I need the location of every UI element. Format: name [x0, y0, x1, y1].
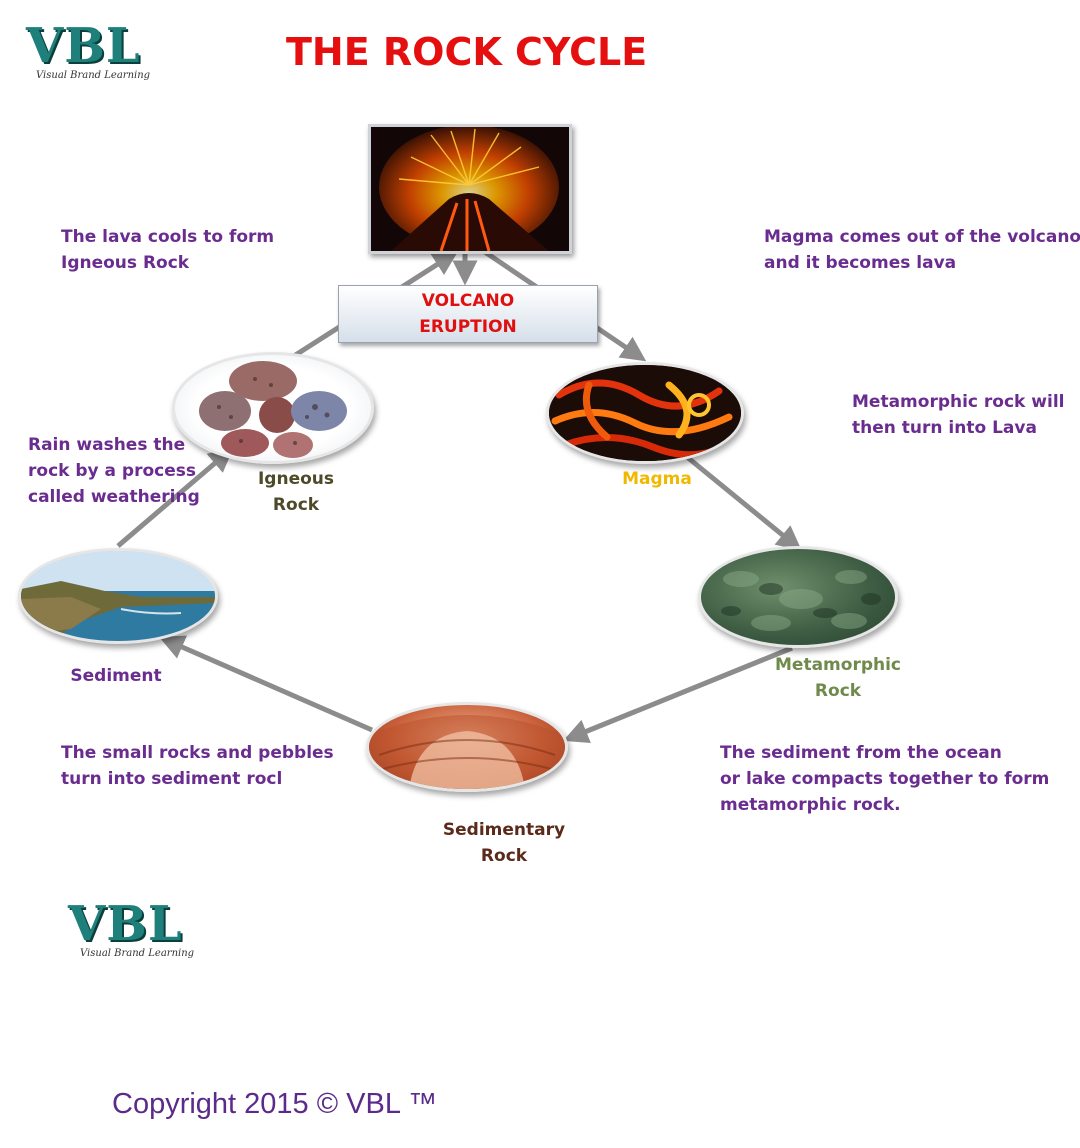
sedimentary-label-line2: Rock	[480, 846, 528, 866]
igneous-rock-label: Igneous Rock	[250, 466, 342, 518]
note-rain-line3: called weathering	[28, 487, 200, 507]
magma-image	[546, 362, 744, 464]
note-sediment-compacts: The sediment from the ocean or lake comp…	[720, 740, 1049, 818]
metamorphic-label-line1: Metamorphic	[775, 655, 901, 675]
logo-tagline: Visual Brand Learning	[36, 70, 151, 81]
note-sediment-compacts-line1: The sediment from the ocean	[720, 743, 1002, 763]
sediment-label: Sediment	[68, 663, 164, 689]
note-rain-line1: Rain washes the	[28, 435, 186, 455]
logo-bottom-brand-text: VBL	[68, 896, 183, 952]
sedimentary-rock-label: Sedimentary Rock	[436, 817, 572, 869]
arrow-sediment-to-igneous	[116, 447, 234, 548]
igneous-rocks-icon	[199, 361, 347, 458]
metamorphic-rock-label: Metamorphic Rock	[770, 652, 906, 704]
arrow-sedimentary-to-sediment	[159, 635, 374, 733]
note-sediment-compacts-line3: metamorphic rock.	[720, 795, 901, 815]
vbl-logo-bottom: VBL Visual Brand Learning	[68, 900, 194, 959]
igneous-label-line1: Igneous	[257, 469, 335, 489]
volcano-eruption-icon	[371, 127, 569, 251]
arrow-metamorphic-to-sedimentary	[563, 645, 793, 744]
arrow-magma-to-metamorphic	[685, 455, 802, 551]
volcano-eruption-box: VOLCANO ERUPTION	[338, 285, 598, 343]
metamorphic-rock-image	[698, 546, 898, 648]
eruption-line2: ERUPTION	[419, 317, 517, 337]
note-sediment-compacts-line2: or lake compacts together to form	[720, 769, 1050, 789]
note-metamorphic-to-lava-line1: Metamorphic rock will	[852, 392, 1065, 412]
sediment-label-line1: Sediment	[70, 666, 162, 686]
note-rain-line2: rock by a process	[28, 461, 196, 481]
note-small-rocks-line1: The small rocks and pebbles	[61, 743, 334, 763]
copyright-notice: Copyright 2015 © VBL ™	[112, 1088, 437, 1120]
magma-swirl-icon	[549, 365, 741, 461]
note-lava-cools: The lava cools to form Igneous Rock	[61, 224, 274, 276]
sediment-image	[18, 548, 218, 644]
sedimentary-label-line1: Sedimentary	[442, 820, 566, 840]
coastline-cliff-icon	[21, 551, 215, 641]
note-metamorphic-to-lava-line2: then turn into Lava	[852, 418, 1037, 438]
logo-bottom-tagline: Visual Brand Learning	[80, 948, 195, 959]
magma-label: Magma	[612, 466, 702, 492]
magma-label-line1: Magma	[622, 469, 692, 489]
metamorphic-label-line2: Rock	[814, 681, 862, 701]
note-lava-cools-line1: The lava cools to form	[61, 227, 275, 247]
sandstone-arch-icon	[369, 715, 565, 789]
note-lava-cools-line2: Igneous Rock	[61, 253, 190, 273]
vbl-logo-top: VBL Visual Brand Learning	[26, 22, 150, 81]
note-magma-out: Magma comes out of the volcano and it be…	[764, 224, 1080, 276]
volcano-image	[368, 124, 572, 254]
eruption-line1: VOLCANO	[421, 291, 515, 311]
note-metamorphic-to-lava: Metamorphic rock will then turn into Lav…	[852, 389, 1064, 441]
page-title: THE ROCK CYCLE	[286, 30, 648, 74]
igneous-label-line2: Rock	[272, 495, 320, 515]
metamorphic-texture-icon	[721, 570, 881, 631]
note-rain-weathering: Rain washes the rock by a process called…	[28, 432, 200, 510]
logo-brand-text: VBL	[26, 18, 141, 74]
note-magma-out-line1: Magma comes out of the volcano	[764, 227, 1080, 247]
note-magma-out-line2: and it becomes lava	[764, 253, 957, 273]
note-small-rocks-line2: turn into sediment rocl	[61, 769, 283, 789]
sedimentary-rock-image	[366, 702, 568, 792]
note-small-rocks: The small rocks and pebbles turn into se…	[61, 740, 334, 792]
igneous-rock-image	[172, 352, 374, 464]
